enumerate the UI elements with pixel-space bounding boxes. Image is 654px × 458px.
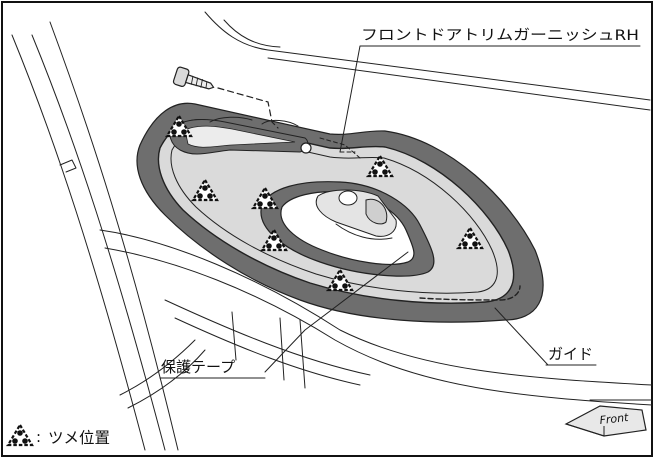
protective-tape-label: 保護テープ: [161, 358, 235, 376]
legend-claw-icon: [6, 423, 34, 447]
guide-outline: [419, 285, 521, 301]
screw-icon: [172, 66, 215, 90]
door-panel-lines: [11, 11, 653, 451]
screw-path: [217, 87, 279, 129]
clip-boss: [300, 142, 312, 154]
handle-recess-inner: [184, 125, 296, 148]
guide-label: ガイド: [548, 345, 593, 363]
legend: : ツメ位置: [6, 423, 110, 447]
front-arrow-icon: [564, 405, 647, 437]
leader-protective-tape: [264, 251, 409, 373]
legend-text: ツメ位置: [48, 429, 110, 447]
front-label: Front: [599, 411, 630, 427]
legend-separator: :: [36, 428, 41, 446]
panel-hook: [59, 159, 77, 173]
garnish-rim: [170, 129, 498, 294]
trim-garnish-label: フロントドアトリムガーニッシュRH: [361, 27, 639, 44]
inner-handle: [315, 189, 397, 240]
